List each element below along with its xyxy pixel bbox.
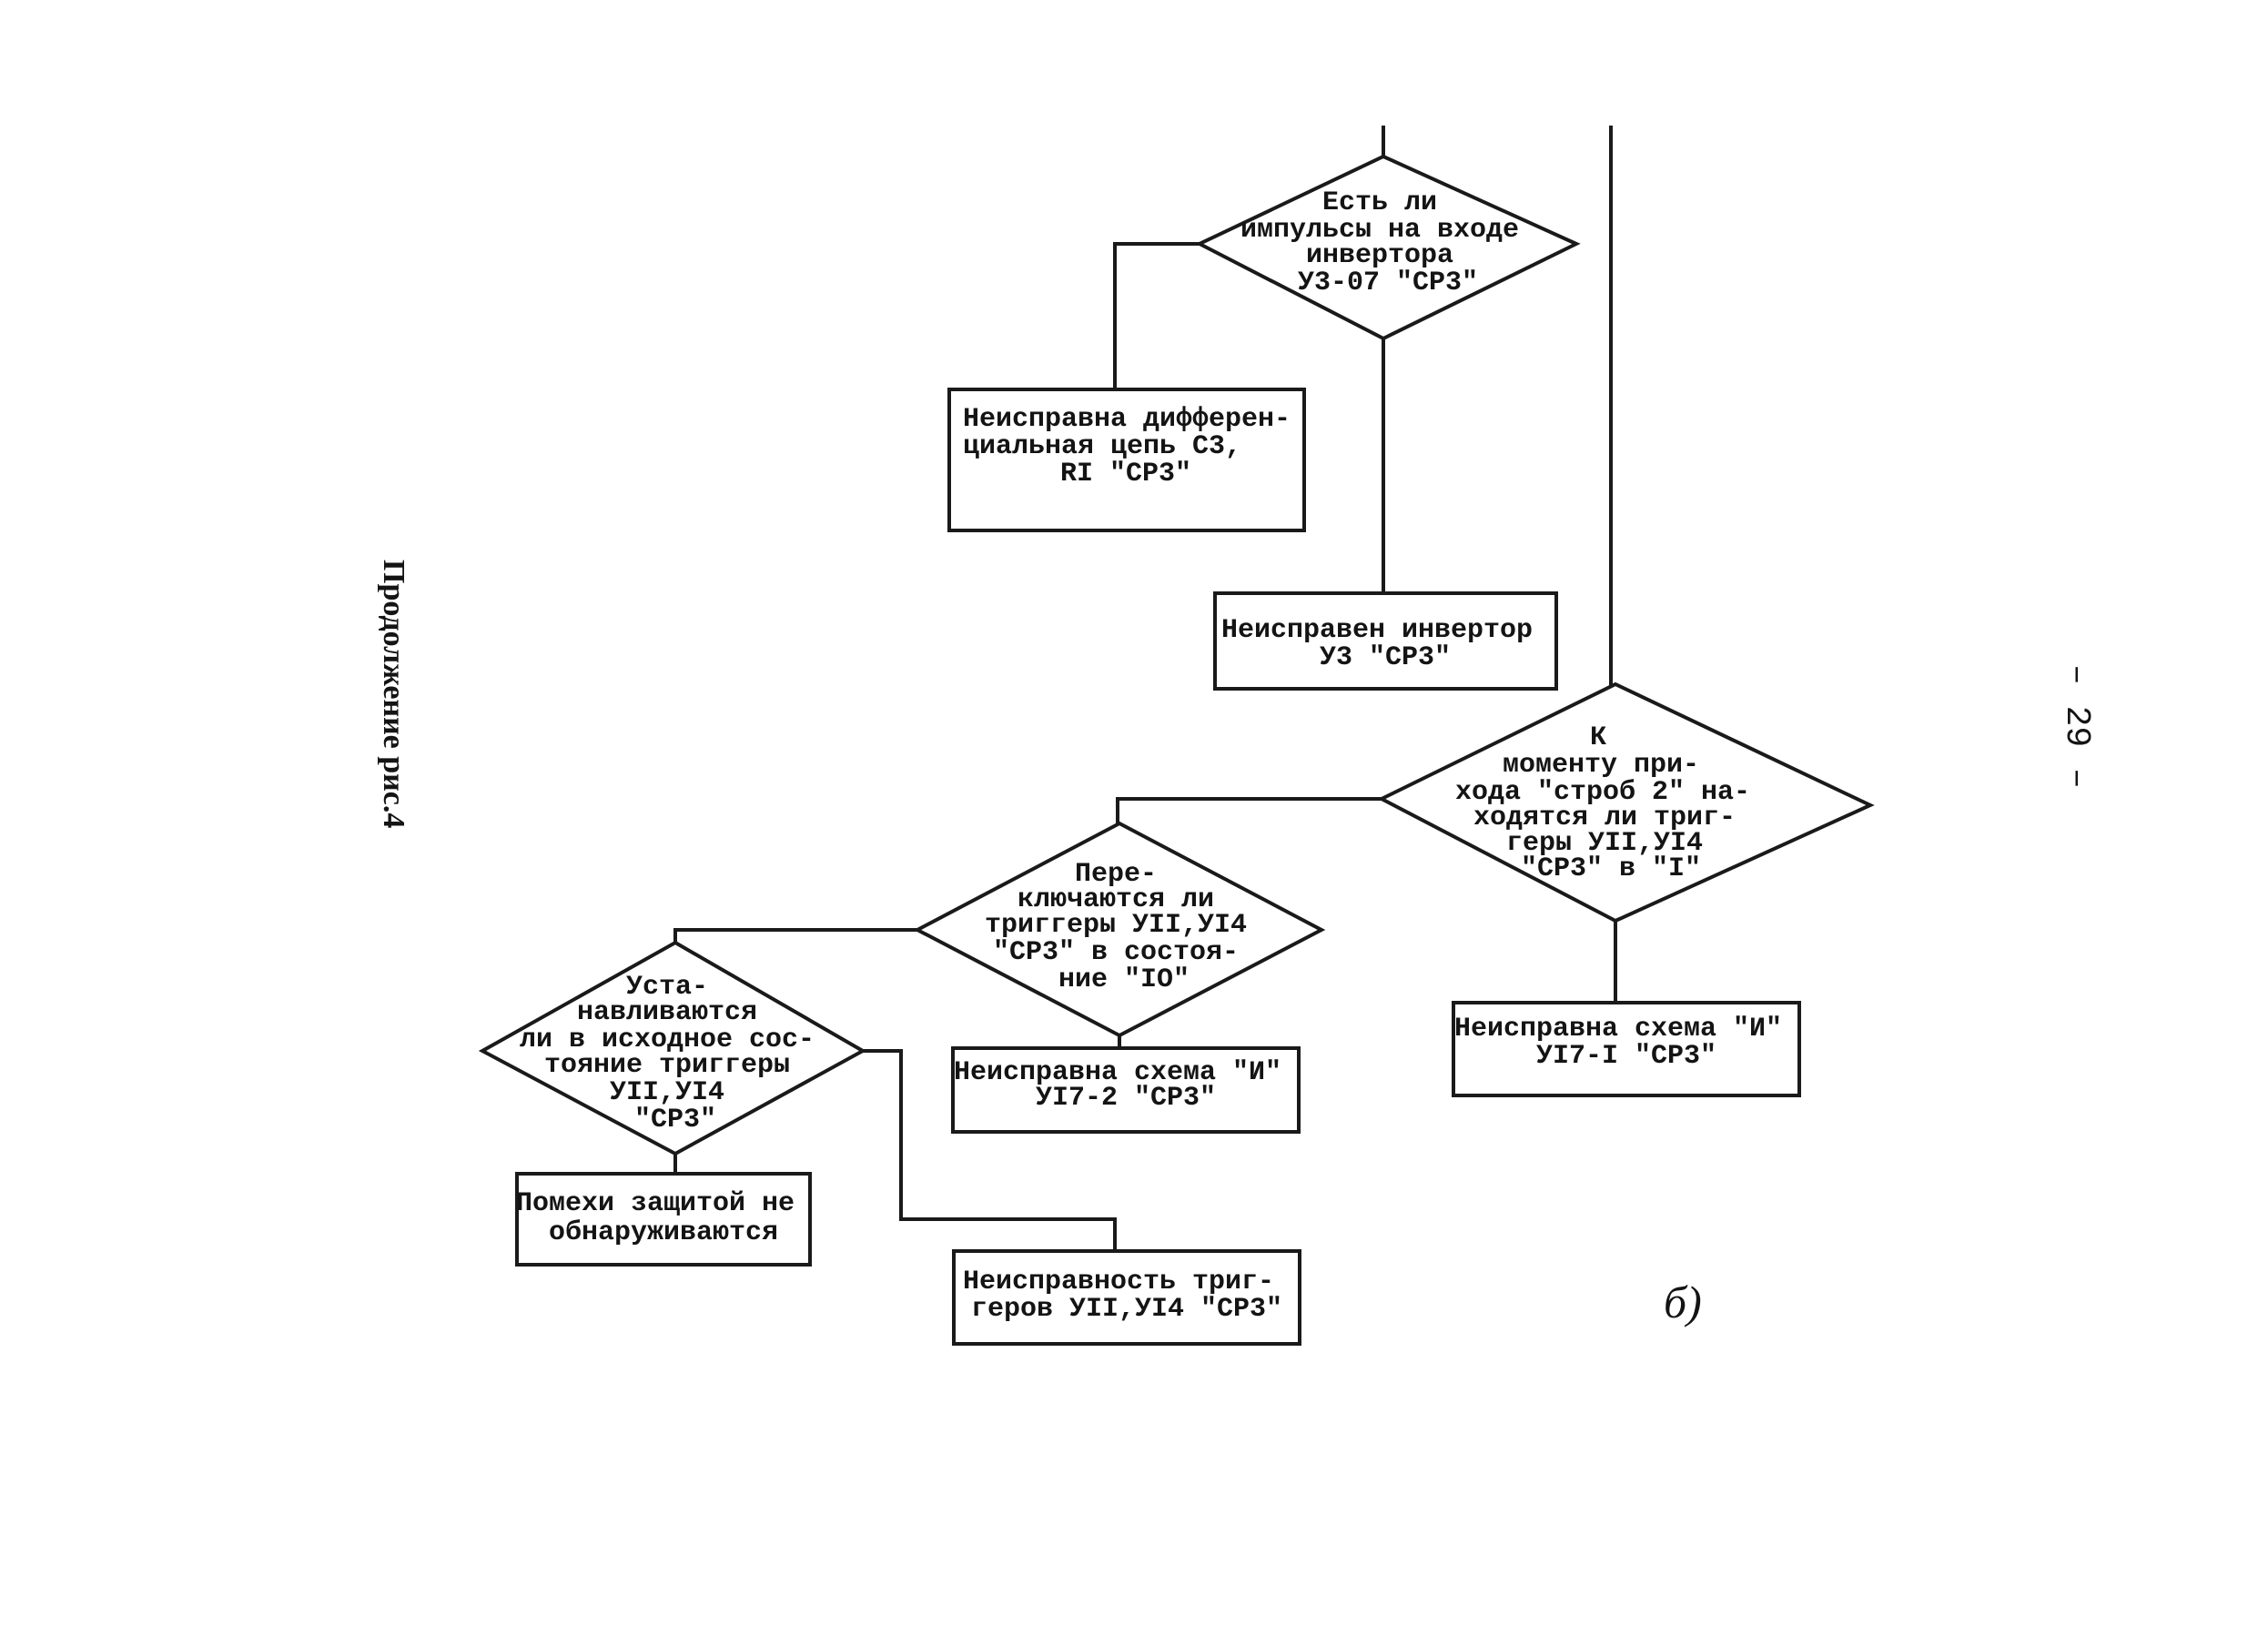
- text-box-triggers-fault: Неисправность триг- геров УII,УI4 "СР3": [963, 1267, 1291, 1325]
- decision-triggers-reset: [478, 940, 867, 1156]
- text-box-diff-circuit-fault: Неисправна дифферен- циальная цепь С3, R…: [963, 404, 1307, 490]
- box-inverter-fault: [1213, 591, 1558, 691]
- decision-triggers-switch: [913, 821, 1326, 1038]
- connectors: [673, 126, 1617, 1253]
- text-box-inverter-fault: Неисправен инвертор У3 "СР3": [1221, 615, 1549, 673]
- decision-inverter-input: [1195, 154, 1581, 341]
- text-decision-triggers-switch: Пере- ключаются ли триггеры УII,УI4 "СР3…: [985, 859, 1263, 995]
- connector-strob-to-switch: [1116, 797, 1383, 825]
- box-and2-fault: [951, 1046, 1301, 1134]
- box-and1-fault: [1452, 1001, 1801, 1097]
- text-box-noise-not-detected: Помехи защитой не обнаруживаются: [516, 1188, 811, 1248]
- text-box-and1-fault: Неисправна схема "И" УI7-I "СР3": [1454, 1014, 1798, 1072]
- page-number: – 29 –: [2057, 664, 2096, 789]
- text-box-and2-fault: Неисправна схема "И" УI7-2 "СР3": [954, 1057, 1298, 1114]
- connector-inverter-to-diff: [1113, 242, 1201, 391]
- figure-label: б): [1664, 1277, 1702, 1327]
- connector-reset-to-triggers: [861, 1049, 1117, 1253]
- connector-switch-to-reset: [673, 928, 919, 944]
- text-decision-strob-trigger-state: К моменту при- хода "строб 2" на- ходятс…: [1455, 722, 1767, 884]
- text-decision-triggers-reset: Уста- навливаются ли в исходное сос- тоя…: [520, 972, 831, 1135]
- text-decision-inverter-input: Есть ли импульсы на входе инвертора У3-0…: [1240, 187, 1535, 298]
- decision-strob-trigger-state: [1377, 681, 1875, 924]
- box-diff-circuit-fault: [947, 388, 1306, 532]
- side-caption: Продолжение рис.4: [377, 560, 410, 828]
- box-triggers-fault: [952, 1249, 1301, 1346]
- box-noise-not-detected: [515, 1172, 812, 1267]
